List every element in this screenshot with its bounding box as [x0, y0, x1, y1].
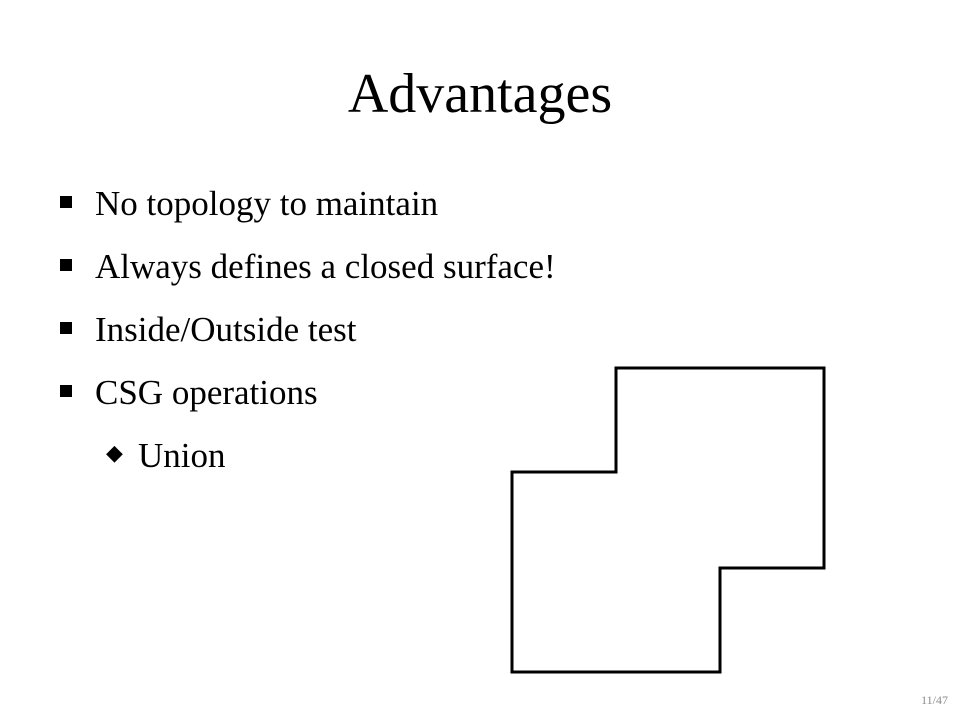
diamond-bullet-icon: ◆: [106, 440, 123, 465]
square-bullet-icon: [60, 196, 72, 208]
sub-bullet-text: Union: [138, 436, 226, 475]
square-bullet-icon: [60, 322, 72, 334]
bullet-text: CSG operations: [95, 373, 318, 412]
slide-title: Advantages: [347, 63, 613, 125]
bullet-item: Always defines a closed surface!: [58, 239, 556, 302]
bullet-list: No topology to maintain Always defines a…: [58, 176, 556, 484]
sub-bullet-item: ◆ Union: [58, 428, 556, 484]
bullet-text: No topology to maintain: [95, 184, 439, 223]
union-outline: [510, 366, 826, 674]
square-bullet-icon: [60, 385, 72, 397]
square-bullet-icon: [60, 259, 72, 271]
bullet-item: No topology to maintain: [58, 176, 556, 239]
bullet-text: Inside/Outside test: [95, 310, 357, 349]
bullet-item: CSG operations: [58, 365, 556, 428]
bullet-text: Always defines a closed surface!: [95, 247, 556, 286]
slide-number: 11/47: [921, 693, 948, 707]
bullet-item: Inside/Outside test: [58, 302, 556, 365]
